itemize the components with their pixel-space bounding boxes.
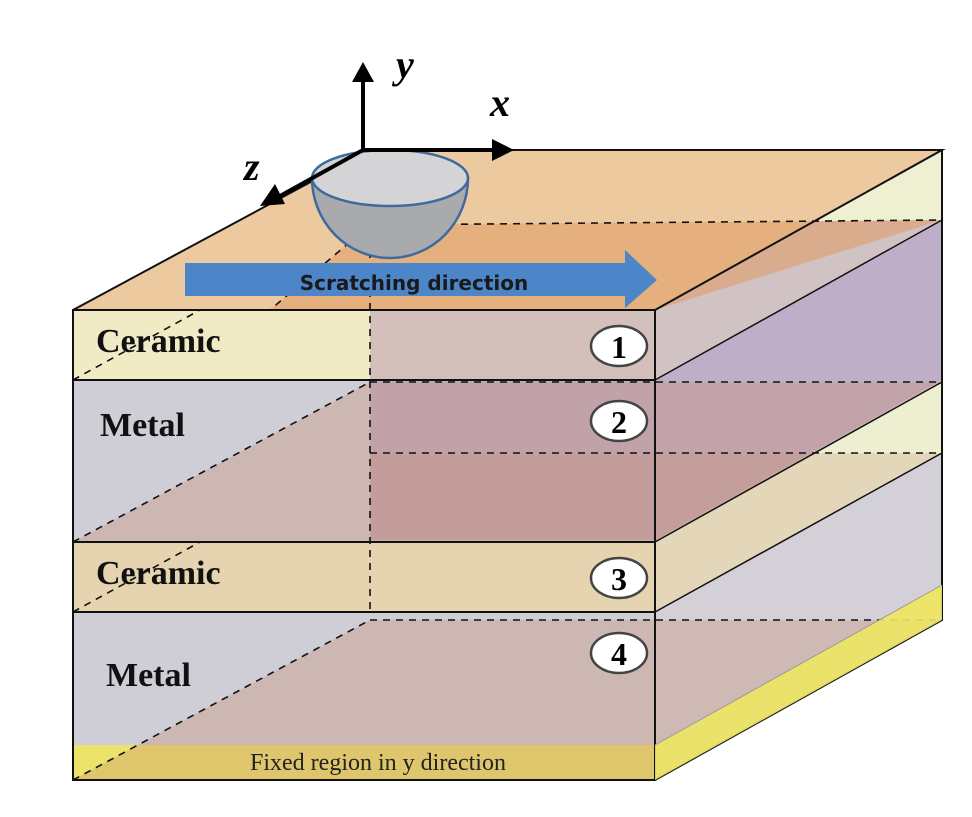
interface-plane-1-2 — [73, 382, 942, 542]
layer-1-badge: 1 — [589, 324, 649, 368]
x-axis-label: x — [489, 80, 510, 125]
layer-3-label: Ceramic — [96, 555, 221, 592]
svg-text:3: 3 — [611, 561, 627, 597]
side-layer-2 — [655, 220, 942, 542]
arrow-label: Scratching direction — [300, 271, 529, 295]
layer-2-bottom-plane — [73, 453, 942, 612]
front-layer-3 — [73, 542, 655, 612]
layer-1-label: Ceramic — [96, 323, 221, 360]
layer-3-badge: 3 — [589, 556, 649, 600]
layer-2-badge: 2 — [589, 399, 649, 443]
svg-text:2: 2 — [611, 404, 627, 440]
z-axis-label: z — [242, 144, 260, 189]
side-layer-3 — [655, 382, 942, 612]
svg-text:1: 1 — [611, 329, 627, 365]
indenter-hemisphere — [310, 148, 470, 260]
fixed-region-side-strip — [655, 585, 942, 780]
block-edges — [72, 149, 946, 781]
svg-text:4: 4 — [611, 636, 627, 672]
layer-4-badge: 4 — [589, 631, 649, 675]
coordinate-axes — [260, 62, 514, 206]
hidden-edges — [72, 219, 943, 781]
front-face — [73, 310, 655, 780]
layer-4-label: Metal — [106, 657, 191, 694]
fixed-region-label: Fixed region in y direction — [250, 750, 506, 776]
front-fixed-region — [73, 745, 655, 780]
side-layer-4 — [655, 453, 942, 745]
y-axis-label: y — [392, 42, 414, 87]
front-layer-1 — [73, 310, 655, 380]
z-axis-icon — [279, 148, 364, 198]
scratching-direction-arrow: Scratching direction — [185, 250, 657, 308]
front-layer-2 — [73, 380, 655, 542]
front-layer-4 — [73, 612, 655, 745]
layer-2-label: Metal — [100, 407, 185, 444]
